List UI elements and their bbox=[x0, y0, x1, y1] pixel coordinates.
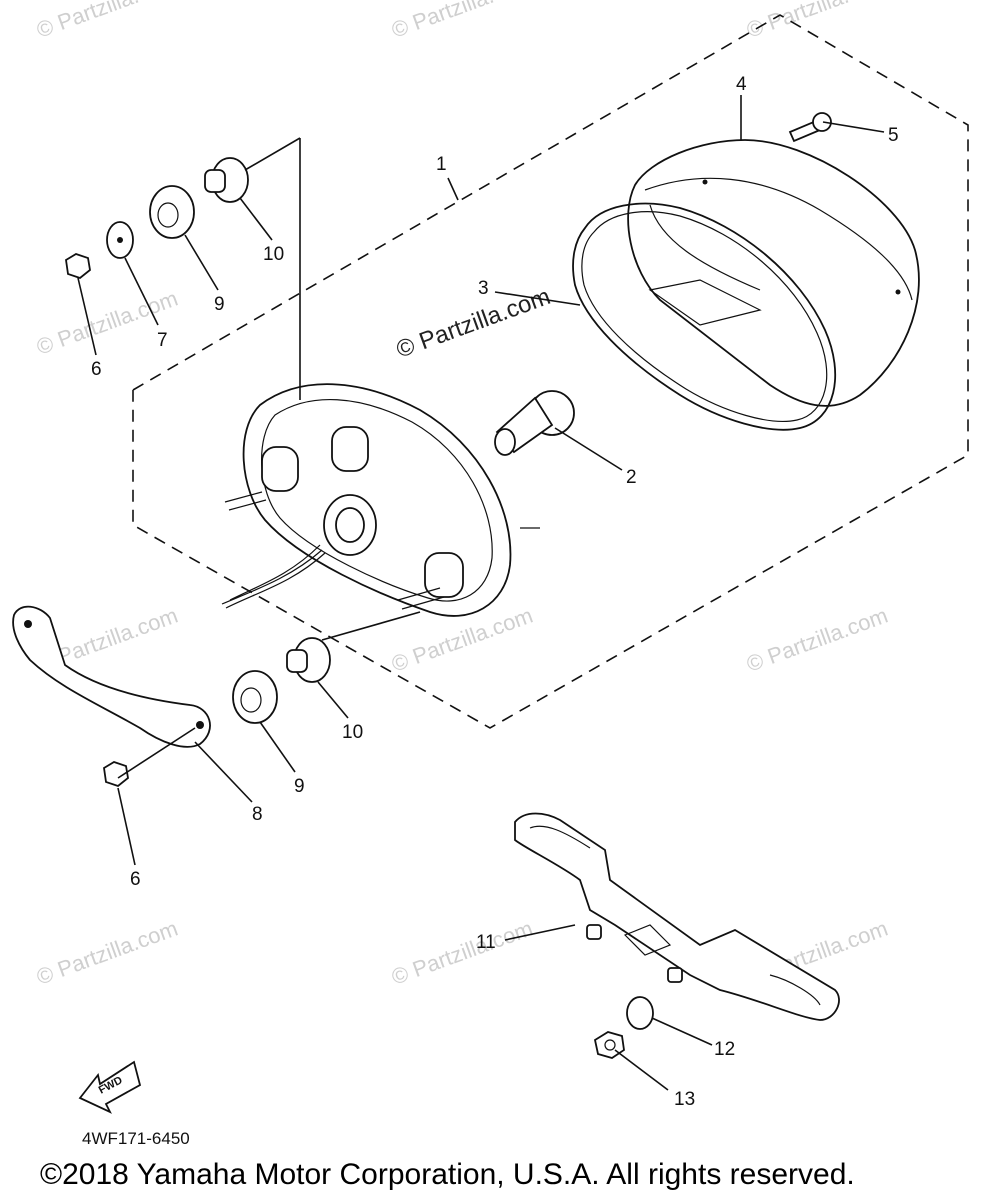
part-nut-top bbox=[65, 253, 91, 280]
callout-9-top: 9 bbox=[214, 294, 225, 315]
callout-4: 4 bbox=[736, 74, 747, 95]
watermark: © Partzilla.com bbox=[33, 0, 181, 43]
part-license-bracket bbox=[514, 812, 840, 1021]
callout-5: 5 bbox=[888, 125, 899, 146]
watermark: © Partzilla.com bbox=[388, 916, 536, 990]
callout-6-bottom: 6 bbox=[130, 869, 141, 890]
callout-6-top: 6 bbox=[91, 359, 102, 380]
part-gasket bbox=[572, 202, 837, 431]
part-grommet-bottom bbox=[232, 670, 278, 724]
callout-8: 8 bbox=[252, 804, 263, 825]
callout-11: 11 bbox=[476, 932, 496, 953]
callout-1: 1 bbox=[436, 154, 447, 175]
callout-10-bottom: 10 bbox=[342, 722, 363, 743]
callout-10-top: 10 bbox=[263, 244, 284, 265]
watermark-prominent: © Partzilla.com bbox=[393, 283, 554, 364]
part-bulb bbox=[494, 390, 575, 456]
part-grommet-top bbox=[149, 185, 195, 239]
callout-13: 13 bbox=[674, 1089, 695, 1110]
callout-7: 7 bbox=[157, 330, 168, 351]
part-nut-bottom bbox=[103, 761, 129, 788]
watermark: © Partzilla.com bbox=[743, 603, 891, 677]
callout-2: 2 bbox=[626, 467, 637, 488]
assembly-boundary bbox=[132, 14, 969, 729]
callout-12: 12 bbox=[714, 1039, 735, 1060]
leader-lines bbox=[77, 95, 885, 1091]
watermark: © Partzilla.com bbox=[388, 0, 536, 43]
part-collar-top bbox=[204, 157, 249, 203]
callout-9-bottom: 9 bbox=[294, 776, 305, 797]
copyright-notice: ©2018 Yamaha Motor Corporation, U.S.A. A… bbox=[40, 1158, 855, 1191]
diagram-code: 4WF171-6450 bbox=[82, 1129, 190, 1148]
watermark: © Partzilla.com bbox=[33, 916, 181, 990]
part-taillight-base bbox=[221, 383, 540, 617]
part-washer-top bbox=[106, 221, 134, 259]
part-screw bbox=[788, 112, 832, 143]
callout-3: 3 bbox=[478, 278, 489, 299]
part-stay-bracket bbox=[12, 605, 211, 748]
forward-arrow-icon: FWD bbox=[78, 1060, 142, 1114]
part-washer-bottom bbox=[626, 996, 654, 1030]
part-collar-bottom bbox=[286, 637, 331, 683]
